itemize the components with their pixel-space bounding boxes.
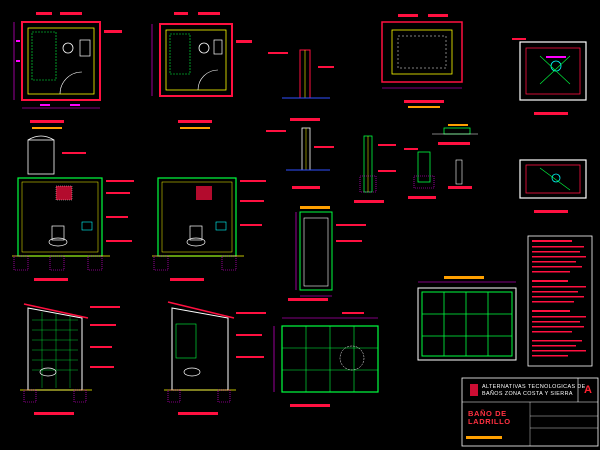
logo-mark: A	[584, 384, 592, 396]
notes-block	[527, 235, 593, 367]
wall-detail-1	[268, 49, 334, 121]
roof-plan	[381, 14, 463, 108]
fixture-plan-2	[519, 159, 587, 213]
title-line-2: LADRILLO	[468, 417, 511, 426]
slab-plan	[417, 276, 517, 361]
beam-detail	[432, 124, 478, 145]
section-slanted-2	[164, 301, 266, 415]
subtitle-line-1: ALTERNATIVAS TECNOLOGICAS DE	[482, 384, 586, 390]
column-detail	[448, 159, 472, 189]
elevation-tank	[12, 135, 134, 281]
wall-section-3	[404, 148, 436, 199]
section-slanted-1	[20, 303, 120, 415]
elevation-2	[152, 177, 266, 281]
roof-framing-plan	[273, 312, 379, 407]
drawing-title: BAÑO DE LADRILLO	[468, 410, 511, 426]
wall-section-1	[266, 127, 334, 189]
door-elevation	[288, 206, 366, 301]
title-line-1: BAÑO DE	[468, 409, 507, 418]
title-block-subtitle: ALTERNATIVAS TECNOLOGICAS DE BAÑOS ZONA …	[482, 384, 586, 398]
floor-plan-2	[151, 12, 252, 129]
wall-section-2	[354, 135, 396, 203]
fixture-plan-1	[512, 38, 587, 115]
title-block	[461, 377, 599, 447]
subtitle-line-2: BAÑOS ZONA COSTA Y SIERRA	[482, 391, 573, 397]
floor-plan-1	[13, 12, 122, 129]
